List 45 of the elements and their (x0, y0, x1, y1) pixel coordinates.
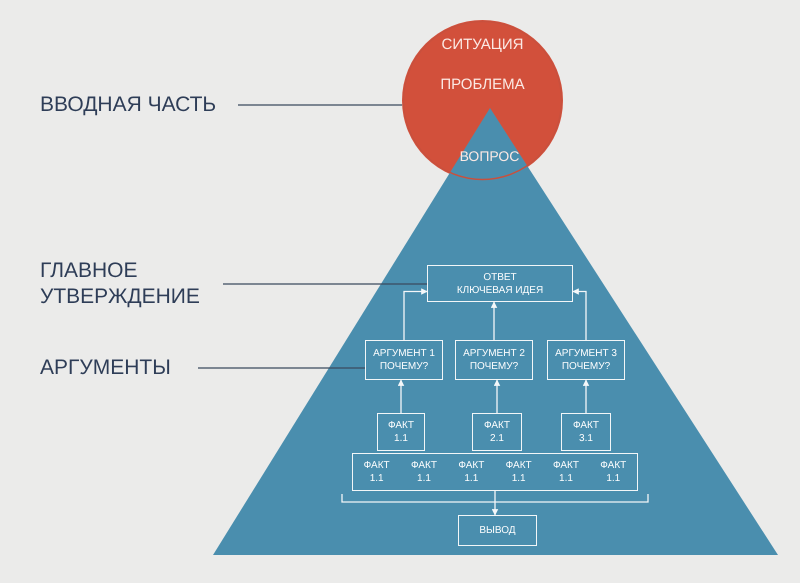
process-box (377, 413, 425, 451)
box-label: ФАКТ 1.1 (362, 459, 391, 485)
box-label: АРГУМЕНТ 2 (463, 347, 525, 360)
box-label: АРГУМЕНТ 1 (373, 347, 435, 360)
leader-line (238, 104, 402, 106)
box-label: ФАКТ 1.1 (457, 459, 486, 485)
box-label: КЛЮЧЕВАЯ ИДЕЯ (456, 284, 544, 296)
arrow (494, 379, 500, 413)
process-box (547, 340, 625, 380)
box-label: ФАКТ 1.1 (552, 459, 580, 485)
process-box (455, 340, 533, 380)
arrow (492, 491, 498, 516)
circle-label: ВОПРОС (458, 148, 520, 164)
box-label: ФАКТ 2.1 (483, 419, 511, 445)
leader-line (223, 283, 427, 285)
process-box (352, 453, 638, 491)
box-label: ПОЧЕМУ? (380, 360, 428, 373)
section-label: АРГУМЕНТЫ (40, 355, 190, 381)
box-label: АРГУМЕНТ 3 (555, 347, 617, 360)
arrow (572, 288, 587, 340)
box-label: ФАКТ 1.1 (504, 459, 533, 485)
process-box (472, 413, 522, 451)
arrow (582, 379, 590, 413)
box-label: ОТВЕТ (483, 270, 517, 284)
box-label: ПОЧЕМУ? (470, 360, 518, 373)
circle-label: ПРОБЛЕМА (439, 76, 526, 93)
arrow (398, 379, 404, 413)
box-label: ФАКТ 1.1 (599, 459, 628, 485)
process-box (365, 340, 443, 380)
arrow (403, 288, 428, 340)
box-label: ФАКТ 1.1 (387, 419, 415, 445)
box-label: ВЫВОД (479, 524, 516, 537)
process-box (458, 515, 537, 546)
box-label: ФАКТ 1.1 (410, 459, 438, 485)
leader-line (198, 367, 365, 369)
section-label: ВВОДНАЯ ЧАСТЬ (40, 92, 230, 118)
process-box (561, 413, 611, 451)
circle-label: СИТУАЦИЯ (440, 36, 525, 53)
circle-shape (402, 20, 563, 181)
section-label: ГЛАВНОЕ УТВЕРЖДЕНИЕ (40, 258, 215, 310)
box-label: ПОЧЕМУ? (562, 360, 610, 373)
box-label: ФАКТ 3.1 (572, 419, 600, 445)
process-box (427, 265, 573, 302)
arrow (490, 301, 498, 340)
pyramid-shape (213, 181, 778, 555)
